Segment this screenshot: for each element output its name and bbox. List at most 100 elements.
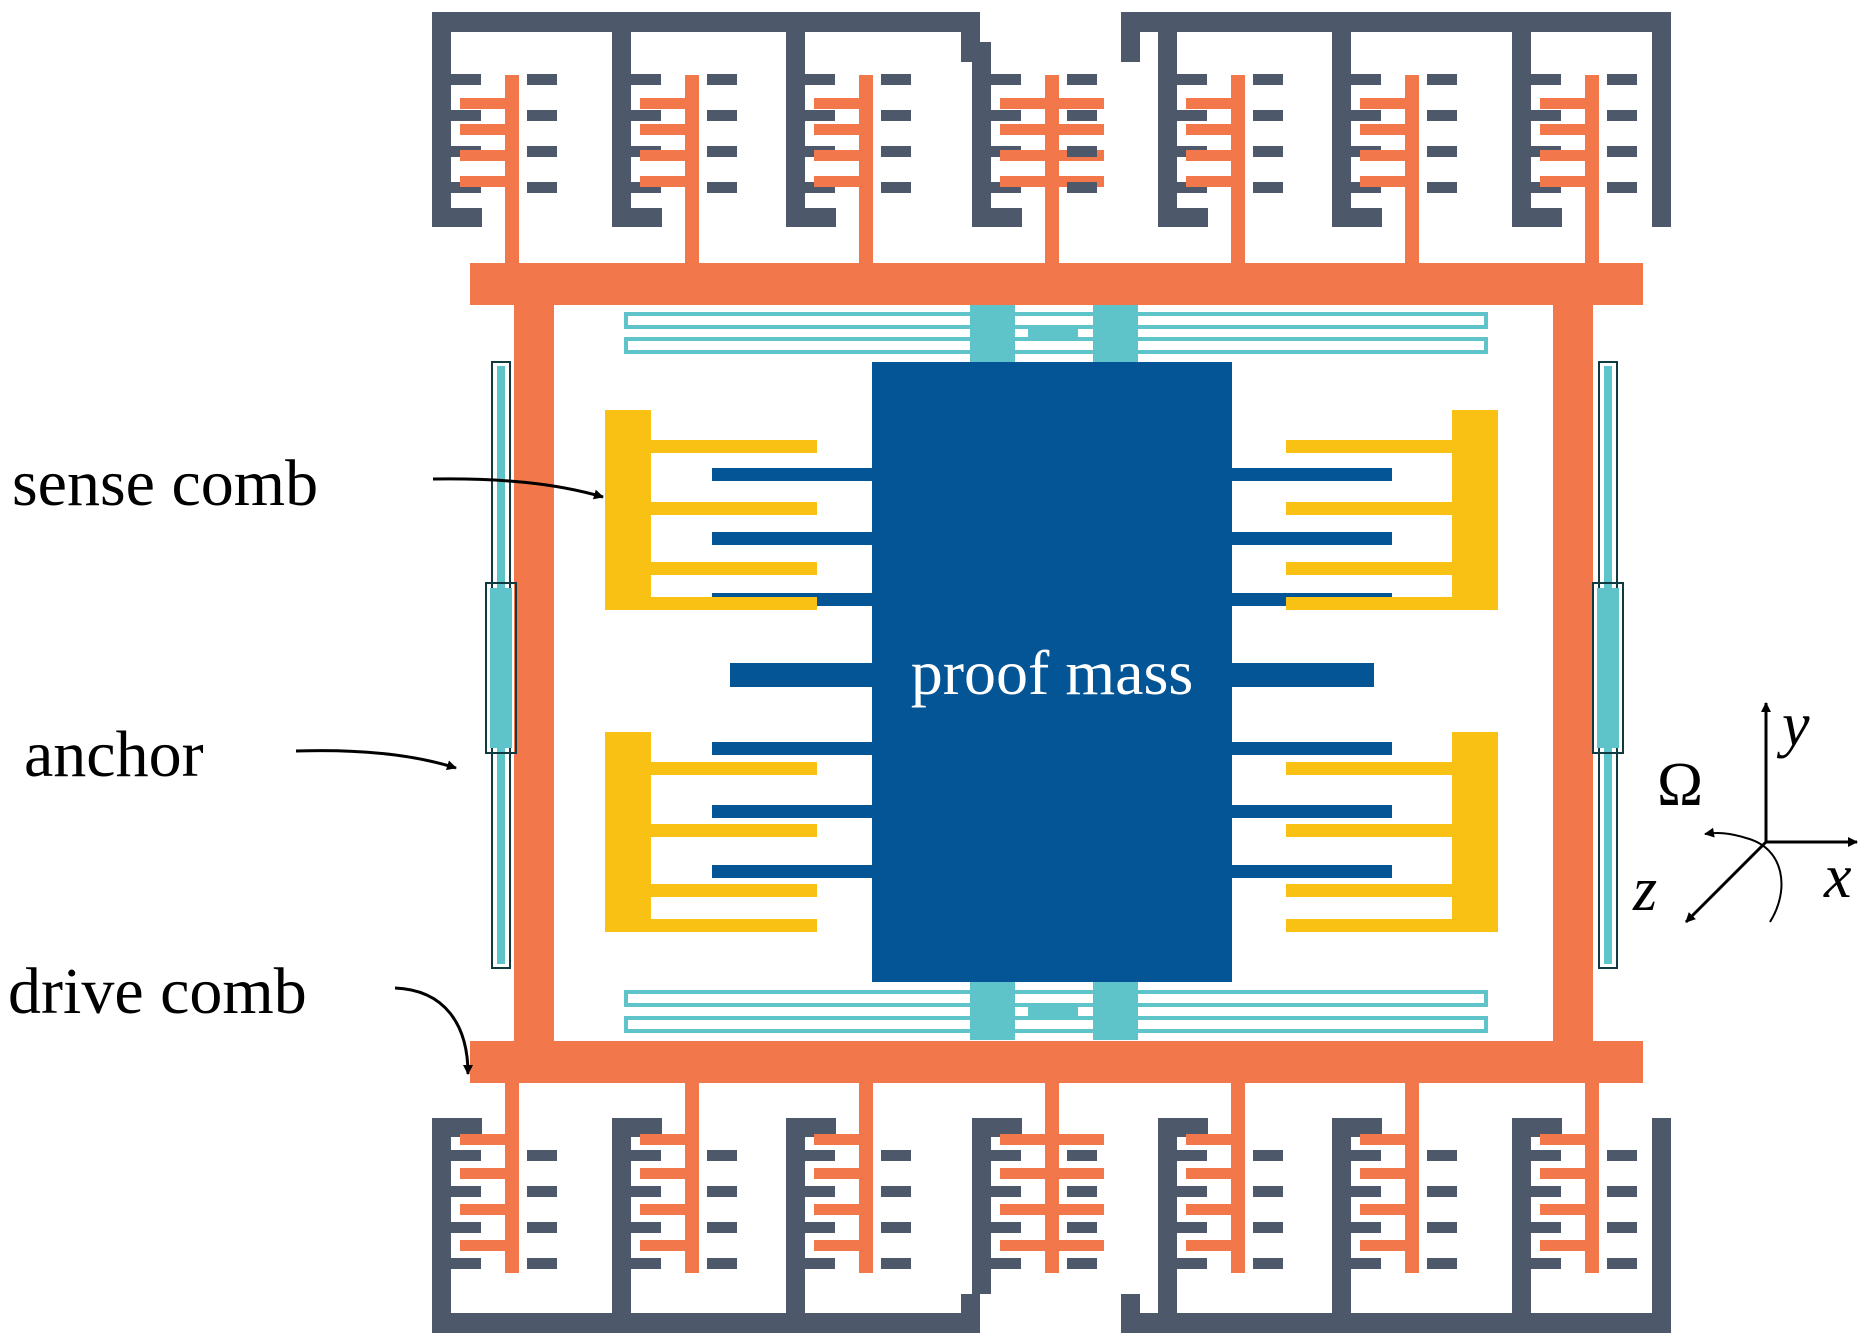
stator-finger-right [707, 1150, 737, 1161]
sense-comb-finger [651, 762, 817, 775]
sense-comb-finger [1286, 440, 1452, 453]
spring-shuttle [1028, 327, 1078, 339]
anchor-arrow [295, 749, 457, 771]
rotor-finger-right [1052, 124, 1104, 135]
proof-mass [872, 362, 1232, 982]
drive-comb-cell [1158, 12, 1283, 265]
rotor-finger [1360, 98, 1412, 109]
stator-finger [991, 74, 1021, 85]
folded-beam [624, 990, 1488, 1007]
anchor-frame-right-wall [1652, 12, 1671, 227]
sense-comb-finger [1286, 762, 1452, 775]
stator-finger-right [1427, 1222, 1457, 1233]
rotor-finger [1186, 98, 1238, 109]
anchor-frame-notch-right [1121, 1294, 1140, 1333]
stator-finger-right [527, 110, 557, 121]
stator-finger-right [1427, 110, 1457, 121]
sense-comb-pad [605, 732, 651, 932]
stator-lip-bottom [972, 208, 1022, 227]
stator-wall-left [786, 1118, 805, 1333]
rotor-spine [1231, 75, 1245, 265]
stator-finger-right [1253, 1186, 1283, 1197]
stator-finger [1177, 110, 1207, 121]
stator-finger-right [1067, 1150, 1097, 1161]
stator-finger [631, 1186, 661, 1197]
stator-wall-left [1332, 1118, 1351, 1333]
stator-finger-right [1067, 1258, 1097, 1269]
anchor-label: anchor [24, 718, 204, 791]
stator-finger-right [1427, 146, 1457, 157]
drive-frame-bottom-bar [470, 1041, 1643, 1083]
rotor-finger [814, 124, 866, 135]
anchor-frame-bar-left [432, 12, 980, 32]
anchor-frame-bar-right [1121, 1313, 1671, 1333]
pm-finger-left [712, 532, 872, 545]
stator-finger-right [1067, 110, 1097, 121]
rotor-finger-right [1052, 1204, 1104, 1215]
stator-wall-left [432, 12, 451, 227]
stator-finger-right [1067, 74, 1097, 85]
rotor-finger [640, 1168, 692, 1179]
sense-comb-finger [651, 824, 817, 837]
stator-finger-right [1607, 1258, 1637, 1269]
stator-finger [1177, 1150, 1207, 1161]
stator-wall-left [1512, 12, 1531, 227]
stator-finger [991, 1186, 1021, 1197]
pm-finger-left [712, 805, 872, 818]
rotor-finger [640, 124, 692, 135]
stator-wall-left [1332, 12, 1351, 227]
stator-finger [1531, 110, 1561, 121]
stator-lip-top [1158, 1118, 1208, 1137]
rotor-finger [460, 98, 512, 109]
rotor-finger [1540, 176, 1592, 187]
stator-finger [1531, 1222, 1561, 1233]
stator-finger [1177, 182, 1207, 193]
stator-finger [631, 182, 661, 193]
stator-wall-left [972, 42, 991, 227]
stator-lip-bottom [786, 208, 836, 227]
stator-finger-right [1253, 110, 1283, 121]
drive-frame-right-bar [1553, 263, 1593, 1083]
sense-comb-finger [1286, 502, 1452, 515]
spring-connector [970, 982, 1015, 1040]
rotor-finger [814, 1168, 866, 1179]
stator-finger [631, 110, 661, 121]
stator-finger-right [1253, 182, 1283, 193]
sense-comb-arrow [432, 477, 604, 500]
rotor-finger [1540, 1204, 1592, 1215]
stator-lip-top [1332, 1118, 1382, 1137]
rotor-finger-right [1052, 176, 1104, 187]
rotor-finger [814, 150, 866, 161]
sense-comb-finger [1286, 824, 1452, 837]
stator-finger-right [1427, 1258, 1457, 1269]
stator-finger-right [1607, 1222, 1637, 1233]
drive-comb-label: drive comb [8, 955, 307, 1028]
rotor-finger [460, 124, 512, 135]
stator-finger-right [1067, 1222, 1097, 1233]
drive-comb-cell [432, 12, 557, 265]
stator-finger-right [881, 110, 911, 121]
drive-comb-cell [1512, 1083, 1637, 1333]
stator-finger-right [527, 146, 557, 157]
stator-finger [1351, 1150, 1381, 1161]
top-drive-comb-array [432, 12, 1671, 265]
rotor-finger [1000, 1204, 1052, 1215]
pm-finger-right [1232, 532, 1392, 545]
rotor-finger [814, 1204, 866, 1215]
stator-finger-right [1253, 1258, 1283, 1269]
drive-comb-cell [1332, 12, 1457, 265]
rotor-finger [1000, 98, 1052, 109]
stator-wall-left [612, 12, 631, 227]
stator-finger-right [881, 74, 911, 85]
rotor-finger [814, 1240, 866, 1251]
stator-finger [631, 1150, 661, 1161]
rotor-finger [1360, 150, 1412, 161]
sense-comb-finger [1286, 597, 1452, 610]
stator-finger-right [881, 182, 911, 193]
proof-mass-label: proof mass [911, 637, 1194, 708]
stator-finger-right [1067, 1186, 1097, 1197]
sense-comb-finger [651, 597, 817, 610]
anchor-pad [490, 588, 512, 748]
rotor-finger [1540, 150, 1592, 161]
drive-comb-cell [612, 1083, 737, 1333]
